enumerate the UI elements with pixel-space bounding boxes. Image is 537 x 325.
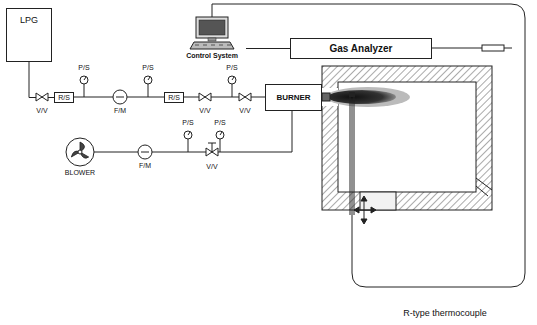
fuel-tank: LPG (6, 8, 52, 62)
control-computer: Control System (178, 16, 246, 62)
regulator-box: R/S (164, 92, 184, 103)
flow-meter: F/M (110, 90, 130, 117)
traverse-arrows (354, 196, 376, 224)
flow-meter-symbol (110, 90, 130, 106)
component-tag: V/V (206, 163, 217, 170)
pressure-gauge (80, 76, 236, 152)
sampling-probe (482, 45, 504, 51)
signal-wire (212, 4, 525, 287)
node-label: F/M (114, 107, 126, 114)
node-label: BURNER (276, 93, 310, 102)
node-label: BLOWER (65, 169, 95, 176)
flow-meter: F/M (135, 145, 155, 172)
component-tag: P/S (226, 64, 237, 71)
component-tag: P/S (182, 119, 193, 126)
node-label: R/S (168, 94, 180, 101)
component-tag: V/V (199, 107, 210, 114)
component-tag: V/V (36, 107, 47, 114)
pipe-line (74, 97, 113, 98)
furnace (322, 66, 492, 210)
node-label: Gas Analyzer (330, 43, 393, 54)
node-label: R/S (58, 94, 70, 101)
regulator-box: R/S (54, 92, 74, 103)
pipe-line (152, 111, 292, 152)
pipe-line (246, 48, 290, 49)
pipe-line (29, 62, 54, 98)
pipe-line (127, 97, 164, 98)
flame (326, 87, 410, 107)
node-label: LPG (20, 15, 38, 25)
flame (328, 90, 396, 104)
pipe-line (184, 97, 265, 98)
component-tag: P/S (142, 64, 153, 71)
node-label: F/M (139, 162, 151, 169)
instrument-label: R-type thermocouple (403, 308, 487, 318)
pipe-line (94, 152, 138, 153)
analyzer-box: Gas Analyzer (290, 38, 432, 59)
sample-line (432, 48, 482, 49)
sampling-probe (504, 48, 512, 49)
blower-fan: BLOWER (58, 138, 102, 186)
component-tag: P/S (214, 119, 225, 126)
component-tag: P/S (78, 64, 89, 71)
thermocouple (349, 92, 355, 215)
flow-meter-symbol (135, 145, 155, 161)
burner-box: BURNER (265, 84, 322, 111)
node-label: Control System (186, 52, 238, 59)
component-tag: V/V (239, 107, 250, 114)
burner-nozzle (322, 93, 330, 101)
fan-symbol (58, 138, 102, 168)
computer-icon (178, 16, 246, 52)
